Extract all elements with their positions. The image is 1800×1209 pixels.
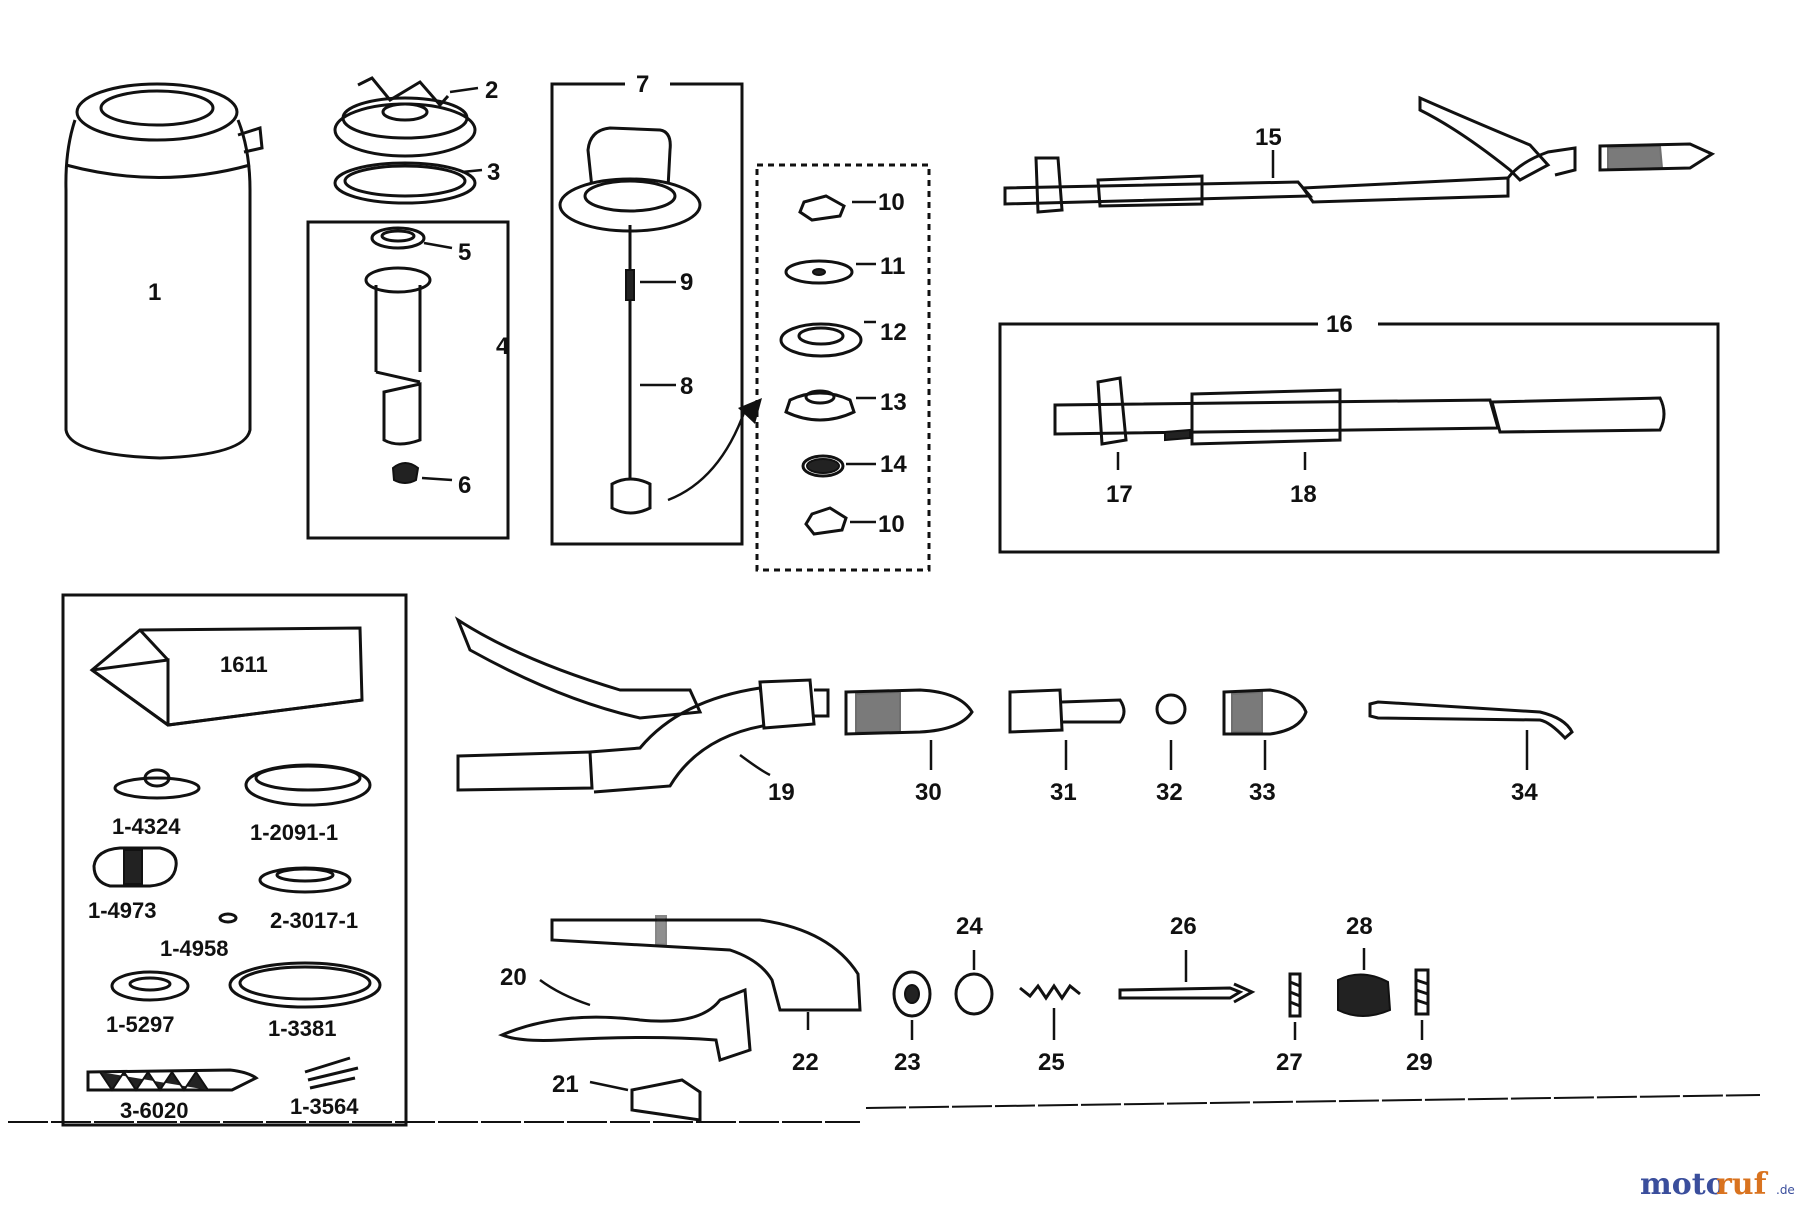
gasket-part (333, 161, 477, 205)
kit-item-8: 3-6020 (120, 1098, 189, 1123)
watermark-part2: ruf (1716, 1167, 1769, 1202)
label-24: 24 (956, 913, 983, 940)
tank-part (64, 82, 264, 460)
repair-kit-box (61, 593, 408, 1127)
kit-item-2: 1-2091-1 (250, 820, 338, 845)
label-17: 17 (1106, 481, 1133, 508)
label-29: 29 (1406, 1049, 1433, 1076)
label-2: 2 (485, 77, 498, 104)
label-11: 11 (880, 253, 905, 280)
label-4: 4 (496, 333, 510, 360)
pump-cap-part (333, 76, 477, 158)
kit-items (86, 763, 382, 1092)
kit-box-label: 1611 (220, 652, 268, 677)
label-31: 31 (1050, 779, 1077, 806)
handle-parts (498, 915, 862, 1122)
label-34: 34 (1511, 779, 1538, 806)
label-15: 15 (1255, 124, 1282, 151)
label-21: 21 (552, 1071, 579, 1098)
label-23: 23 (894, 1049, 921, 1076)
label-6: 6 (458, 472, 471, 499)
group-box-valves (755, 163, 931, 572)
label-30: 30 (915, 779, 942, 806)
kit-item-7: 1-3381 (268, 1016, 337, 1041)
label-33: 33 (1249, 779, 1276, 806)
pump-handle-part (558, 126, 702, 515)
kit-item-9: 1-3564 (290, 1094, 359, 1119)
group-box-4 (306, 220, 510, 540)
scan-line (8, 1094, 1761, 1123)
label-1: 1 (148, 279, 161, 306)
label-10a: 10 (878, 189, 905, 216)
wand-assembly-part (1003, 95, 1716, 214)
label-13: 13 (880, 389, 907, 416)
label-14: 14 (880, 451, 907, 478)
kit-package-part (89, 626, 364, 727)
label-9: 9 (680, 269, 693, 296)
label-5: 5 (458, 239, 471, 266)
label-20: 20 (500, 964, 527, 991)
label-3: 3 (487, 159, 500, 186)
valve-small-parts (892, 968, 1430, 1018)
watermark-part1: moto (1640, 1167, 1726, 1202)
kit-item-5: 1-4958 (160, 936, 229, 961)
kit-item-6: 1-5297 (106, 1012, 175, 1037)
label-12: 12 (880, 319, 907, 346)
label-16: 16 (1326, 311, 1353, 338)
group-box-16 (998, 322, 1720, 554)
watermark-suffix: .de (1776, 1183, 1795, 1197)
pump-cylinder-part (364, 226, 432, 484)
label-22: 22 (792, 1049, 819, 1076)
kit-item-1: 1-4324 (112, 814, 181, 839)
label-25: 25 (1038, 1049, 1065, 1076)
nozzle-parts (844, 688, 1574, 741)
label-27: 27 (1276, 1049, 1303, 1076)
label-7: 7 (636, 71, 649, 98)
shutoff-valve-part (454, 616, 830, 794)
label-10b: 10 (878, 511, 905, 538)
valve-parts (779, 194, 863, 536)
kit-item-4: 2-3017-1 (270, 908, 358, 933)
kit-item-3: 1-4973 (88, 898, 157, 923)
label-28: 28 (1346, 913, 1373, 940)
label-8: 8 (680, 373, 693, 400)
label-18: 18 (1290, 481, 1317, 508)
label-26: 26 (1170, 913, 1197, 940)
label-19: 19 (768, 779, 795, 806)
extension-wand-part (1053, 376, 1666, 446)
label-32: 32 (1156, 779, 1183, 806)
watermark-logo: moto ruf .de (1640, 1167, 1795, 1202)
